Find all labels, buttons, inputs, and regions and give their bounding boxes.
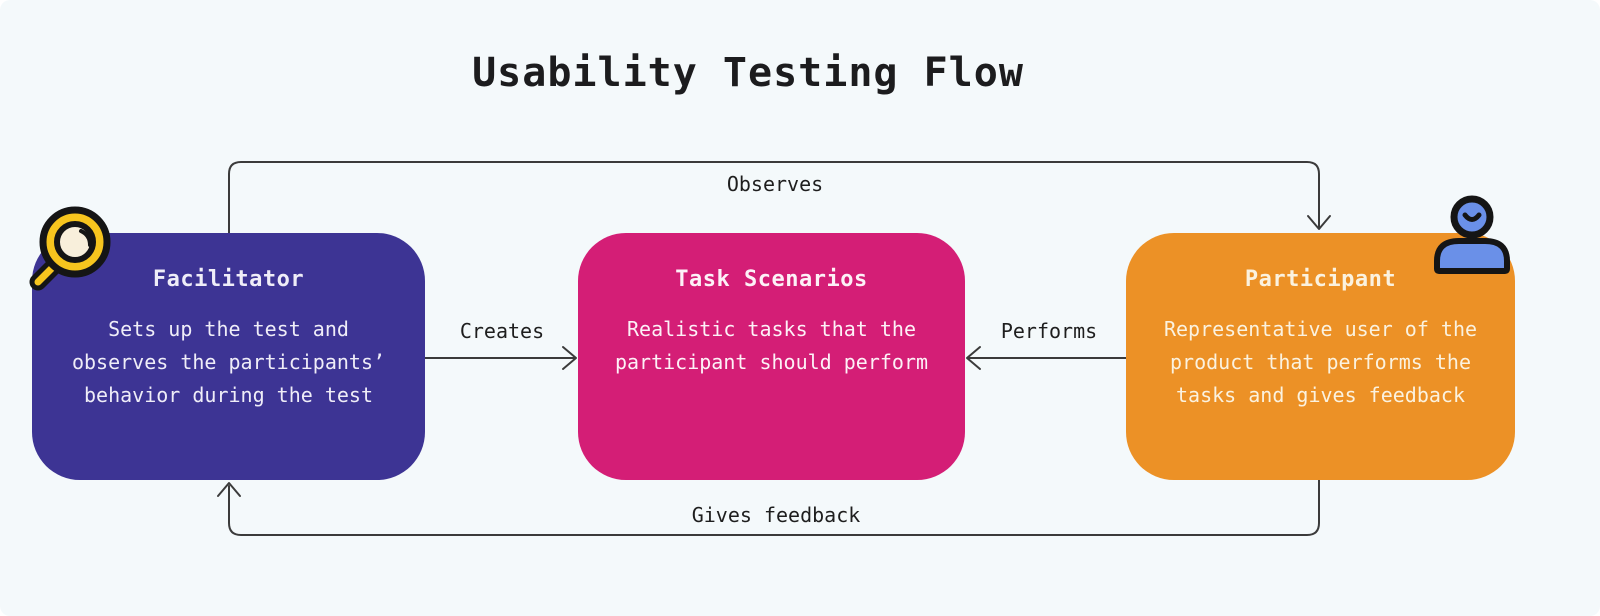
edge-label-performs: Performs xyxy=(1000,319,1098,343)
edge-label-creates: Creates xyxy=(459,319,545,343)
diagram-title: Usability Testing Flow xyxy=(472,50,1024,96)
node-facilitator-title: Facilitator xyxy=(152,267,305,292)
node-task-scenarios-description: Realistic tasks that the participant sho… xyxy=(614,317,929,374)
edge-observes-arrowhead xyxy=(1307,215,1331,230)
node-participant-description: Representative user of the product that … xyxy=(1163,317,1478,407)
node-facilitator: Facilitator Sets up the test and observe… xyxy=(32,233,425,480)
node-task-scenarios-title: Task Scenarios xyxy=(675,267,868,292)
edge-label-gives-feedback: Gives feedback xyxy=(691,503,861,527)
node-participant: Participant Representative user of the p… xyxy=(1126,233,1515,480)
node-participant-title: Participant xyxy=(1244,267,1397,292)
node-facilitator-description: Sets up the test and observes the partic… xyxy=(71,317,386,407)
edge-performs-arrowhead xyxy=(966,346,981,370)
node-task-scenarios: Task Scenarios Realistic tasks that the … xyxy=(578,233,965,480)
edge-creates-arrowhead xyxy=(562,346,577,370)
edge-label-observes: Observes xyxy=(726,172,824,196)
edge-feedback-arrowhead xyxy=(217,482,241,497)
